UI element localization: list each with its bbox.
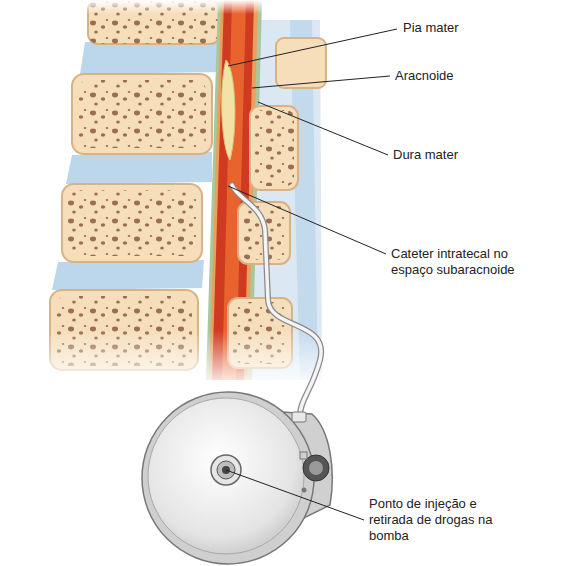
part-label: Dura mater [392,147,459,163]
part-label: Pia mater [402,20,460,36]
part-label: Ponto de injeção e retirada de drogas na… [368,496,512,544]
part-label: Aracnoide [394,68,455,84]
part-label: Cateter intratecal no espaço subaracnoid… [390,246,542,278]
